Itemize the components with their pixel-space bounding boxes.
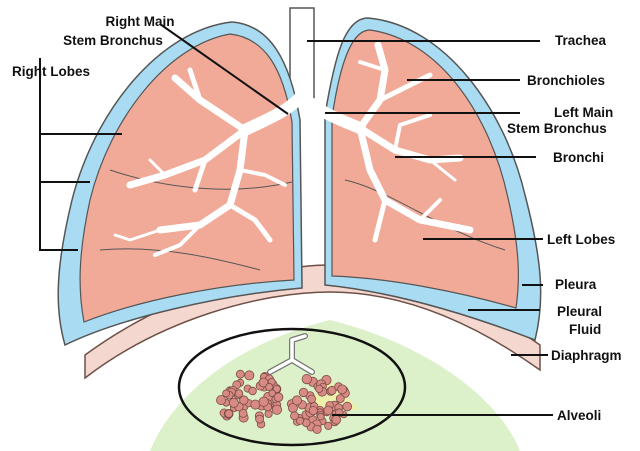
alveolus [299, 388, 308, 397]
alveolus [325, 422, 332, 429]
label-alveoli: Alveoli [557, 408, 601, 423]
label-right-lobes: Right Lobes [12, 64, 90, 79]
label-pleura: Pleura [555, 277, 597, 292]
label-left-main-stem-line2: Stem Bronchus [507, 121, 607, 136]
alveolus [225, 410, 233, 418]
alveolus [249, 387, 257, 395]
alveolus [308, 395, 316, 403]
right-lung-tissue [80, 34, 294, 322]
label-pleural-fluid-line2: Fluid [569, 322, 601, 337]
label-bronchioles: Bronchioles [527, 73, 605, 88]
left-lung-tissue [332, 30, 518, 308]
alveolus [223, 390, 230, 397]
alveolus [343, 402, 352, 411]
alveolus [302, 374, 311, 383]
alveolus [292, 396, 301, 405]
alveolus [259, 397, 268, 406]
alveolus [256, 415, 264, 423]
trachea-tube [290, 8, 314, 98]
label-trachea: Trachea [555, 33, 607, 48]
alveolus [269, 390, 276, 397]
label-bronchi: Bronchi [553, 150, 604, 165]
alveolus [313, 425, 321, 433]
alveolus [332, 415, 341, 424]
label-right-main-stem-line1: Right Main [106, 14, 175, 29]
alveolus [245, 371, 254, 380]
alveolus [338, 385, 347, 394]
label-diaphragm: Diaphragm [551, 348, 622, 363]
alveolus [291, 412, 299, 420]
label-left-lobes: Left Lobes [547, 232, 615, 247]
alveolus [272, 405, 281, 414]
alveolus [309, 406, 317, 414]
alveolus [317, 413, 324, 420]
alveolus [316, 385, 323, 392]
label-pleural-fluid-line1: Pleural [557, 304, 602, 319]
alveolus [324, 406, 333, 415]
alveolus [229, 398, 238, 407]
label-right-main-stem-line2: Stem Bronchus [63, 33, 163, 48]
alveolus [266, 383, 273, 390]
label-left-main-stem-line1: Left Main [554, 105, 613, 120]
alveolus [235, 390, 243, 398]
alveolus [236, 370, 244, 378]
alveolus [336, 395, 344, 403]
alveolus [217, 396, 226, 405]
